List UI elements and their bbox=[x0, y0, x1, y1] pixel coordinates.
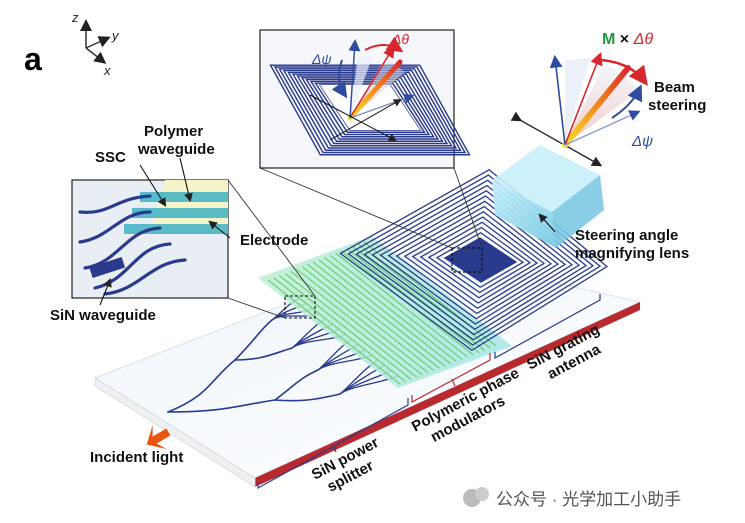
steered-beam bbox=[549, 52, 648, 148]
formula-magnification: M × Δθ bbox=[602, 31, 653, 48]
axis-x-label: x bbox=[103, 63, 111, 78]
panel-letter: a bbox=[24, 41, 42, 77]
coordinate-axes bbox=[80, 19, 111, 64]
watermark-text: 公众号 · 光学加工小助手 bbox=[496, 490, 681, 509]
label-incident-light: Incident light bbox=[90, 449, 183, 466]
section-brackets bbox=[257, 294, 601, 490]
label-polymer-line1: Polymer bbox=[144, 123, 203, 140]
label-beam-steering-line2: steering bbox=[648, 97, 706, 114]
label-ssc: SSC bbox=[95, 149, 126, 166]
formula-times: × bbox=[620, 31, 634, 48]
label-polymer-line2: waveguide bbox=[137, 141, 215, 158]
axis-y-label: y bbox=[111, 28, 120, 43]
label-beam-steering-line1: Beam bbox=[654, 79, 695, 96]
inset-delta-theta-label: Δθ bbox=[391, 31, 409, 47]
watermark: 公众号 · 光学加工小助手 bbox=[463, 487, 681, 509]
incident-light-arrow-icon bbox=[146, 424, 171, 450]
formula-dtheta: Δθ bbox=[633, 31, 654, 48]
sin-grating-antenna bbox=[339, 168, 609, 352]
inset-delta-psi-label: Δψ bbox=[311, 51, 332, 67]
grating-inset bbox=[259, 29, 471, 169]
label-lens-line1: Steering angle bbox=[575, 227, 678, 244]
ssc-zoom-lines bbox=[227, 179, 316, 319]
axis-z-label: z bbox=[71, 10, 79, 25]
steering-angle-magnifying-lens bbox=[492, 111, 604, 248]
formula-m: M bbox=[602, 31, 615, 48]
label-lens-line2: magnifying lens bbox=[575, 245, 689, 262]
ssc-inset bbox=[71, 179, 229, 299]
label-electrode: Electrode bbox=[240, 232, 308, 249]
sin-power-splitter-tree bbox=[167, 319, 341, 413]
label-sin-waveguide: SiN waveguide bbox=[50, 307, 156, 324]
grating-zoom-lines bbox=[259, 167, 483, 249]
callout-lines bbox=[99, 157, 556, 306]
chip-substrate bbox=[93, 251, 642, 488]
ssc-zoom-box bbox=[284, 295, 316, 319]
label-beam-delta-psi: Δψ bbox=[631, 133, 653, 150]
